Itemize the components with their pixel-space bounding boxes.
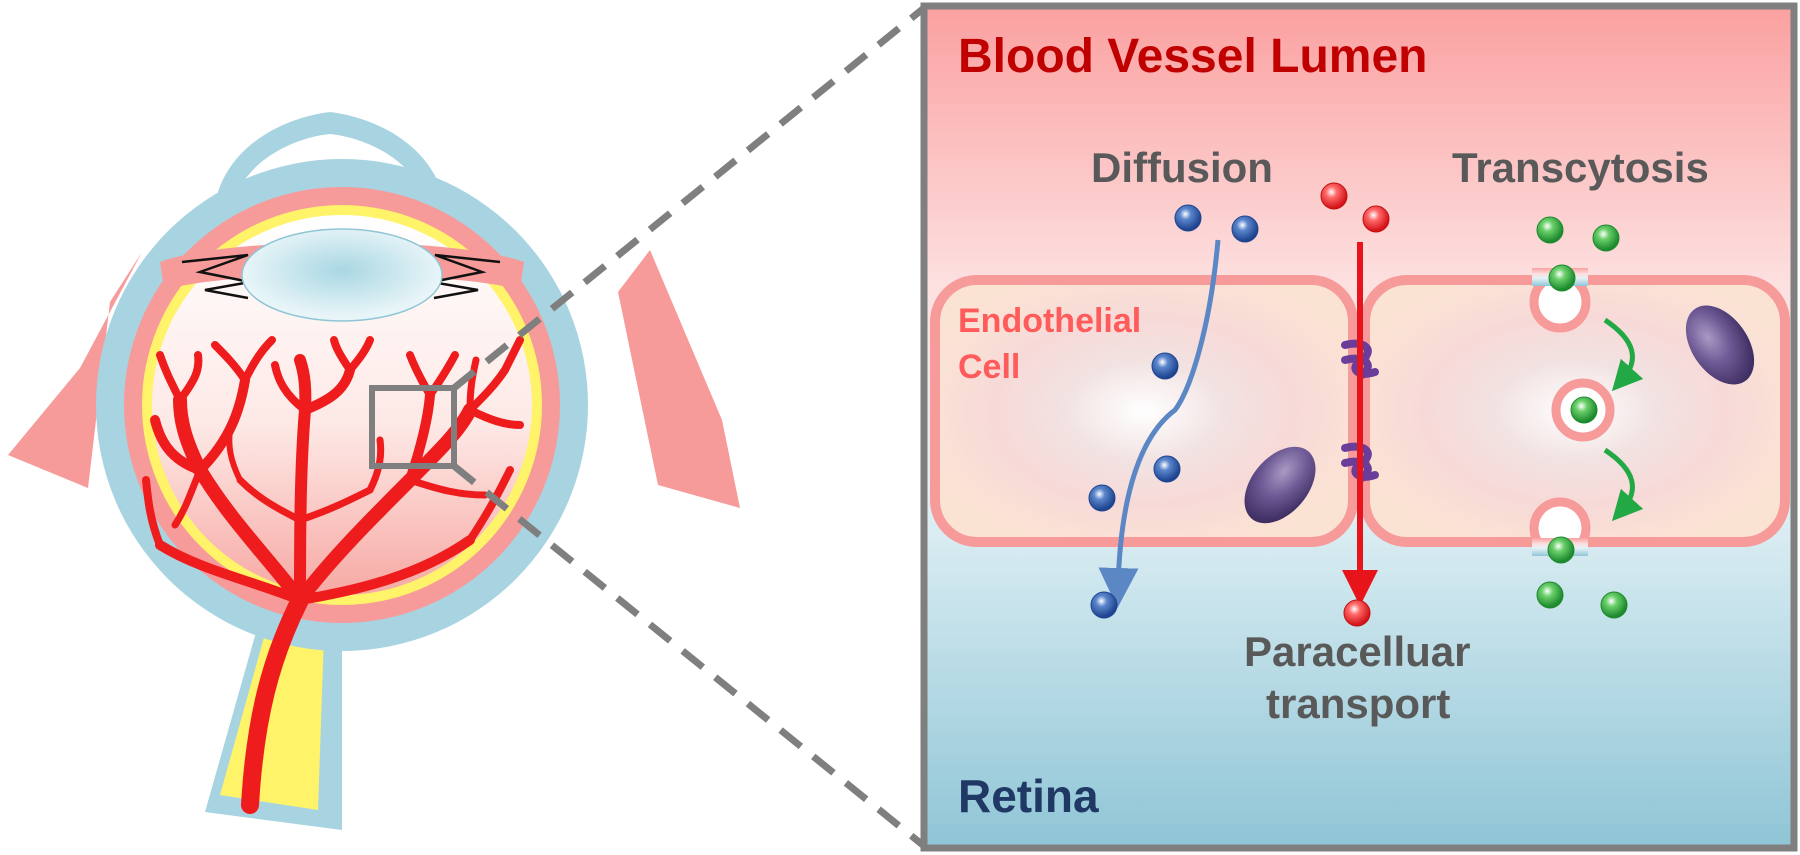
endothelial-cell-left — [930, 275, 1358, 547]
transcytosis-molecule — [1536, 581, 1564, 609]
transcytosis-molecule — [1600, 591, 1628, 619]
eye-illustration — [8, 112, 740, 830]
transcytosis-molecule — [1570, 396, 1598, 424]
transcytosis-molecule — [1592, 224, 1620, 252]
left-extraocular-muscle — [8, 252, 142, 488]
diffusion-molecule — [1151, 352, 1179, 380]
transcytosis-arrow-lower — [1603, 447, 1644, 522]
transcytosis-molecules — [1536, 216, 1628, 619]
diffusion-molecule — [1231, 215, 1259, 243]
diffusion-arrow — [1098, 239, 1221, 608]
paracellular-transport-label-line1: Paracelluar — [1244, 628, 1471, 675]
diffusion-molecule — [1153, 455, 1181, 483]
zonule-fibers — [181, 253, 501, 300]
zoom-connector-top — [451, 5, 927, 391]
paracellular-molecule — [1320, 182, 1348, 210]
transcytosis-label: Transcytosis — [1452, 144, 1709, 191]
lens — [241, 228, 443, 322]
diffusion-label: Diffusion — [1091, 144, 1273, 191]
paracellular-transport-label-line2: transport — [1266, 680, 1450, 727]
endothelial-cell-label-line1: Endothelial — [958, 302, 1141, 340]
zoom-connector-bottom — [451, 463, 927, 849]
diffusion-molecule — [1090, 591, 1118, 619]
transcytosis-molecule — [1536, 216, 1564, 244]
blood-vessel-lumen-label: Blood Vessel Lumen — [958, 30, 1427, 83]
zoom-region-box — [369, 385, 457, 469]
vitreous-body — [152, 215, 532, 595]
zoomed-panel: Blood Vessel Lumen Diffusion Transcytosi… — [920, 2, 1798, 852]
paracellular-molecule — [1343, 599, 1371, 627]
paracellular-molecules — [1320, 182, 1390, 627]
retina-label: Retina — [958, 770, 1099, 822]
nucleus-right — [1685, 305, 1755, 385]
diffusion-molecule — [1174, 204, 1202, 232]
transcytosis-molecule — [1547, 536, 1575, 564]
transcytosis-arrow-upper — [1603, 317, 1644, 392]
cornea — [214, 112, 446, 212]
diffusion-molecule — [1088, 484, 1116, 512]
right-extraocular-muscle — [618, 250, 740, 508]
diffusion-molecules — [1088, 204, 1259, 619]
nucleus-left — [1244, 446, 1316, 524]
transcytosis-molecule — [1548, 264, 1576, 292]
paracellular-molecule — [1362, 205, 1390, 233]
endothelial-cell-label-line2: Cell — [958, 348, 1020, 386]
